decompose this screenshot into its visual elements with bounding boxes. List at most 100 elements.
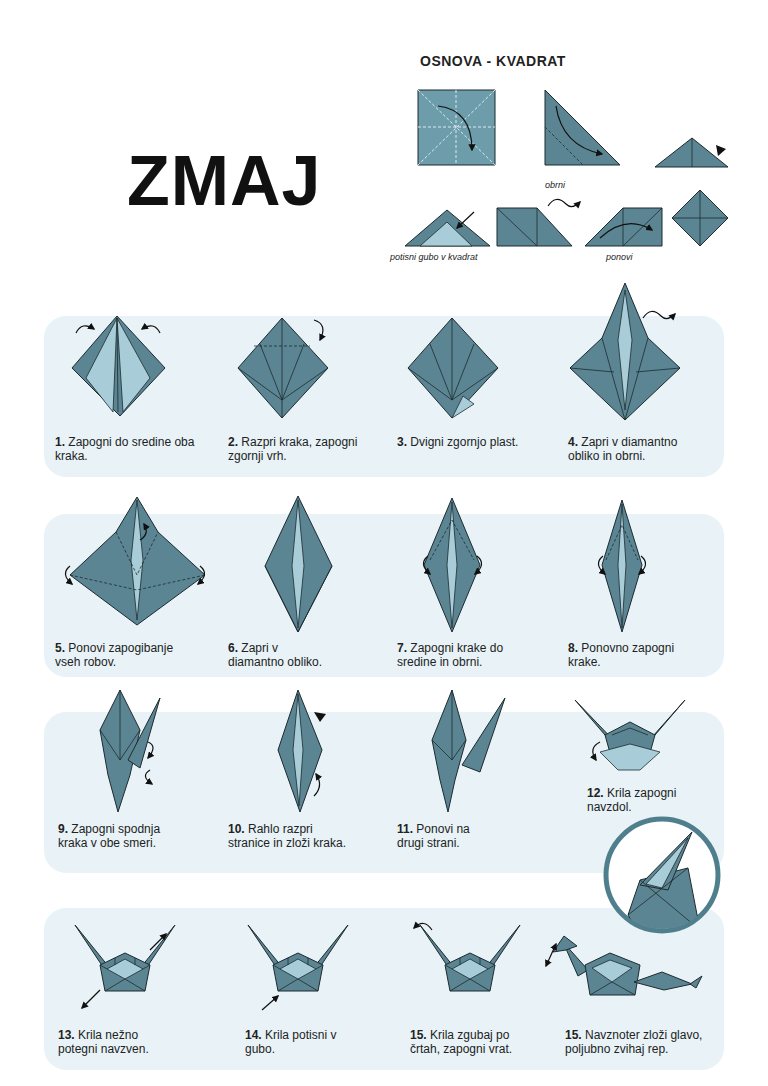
steps-1-4	[408, 318, 498, 400]
steps-5-8	[430, 520, 474, 560]
step-caption: 14. Krila potisni v gubo.	[245, 1028, 340, 1056]
zoom-inset	[628, 868, 700, 935]
step-caption: 10. Rahlo razpri stranice in zloži kraka…	[228, 822, 358, 850]
steps-1-4	[314, 320, 323, 340]
steps-9-12	[432, 690, 466, 812]
section-heading: OSNOVA - KVADRAT	[420, 53, 566, 69]
step-number: 9.	[58, 822, 68, 836]
steps-5-8	[424, 498, 480, 632]
steps-9-12	[432, 690, 466, 760]
step-caption: 2. Razpri kraka, zapogni zgornji vrh.	[228, 435, 358, 463]
base-steps	[405, 210, 490, 246]
steps-13-15	[690, 976, 702, 988]
step-caption: 8. Ponovno zapogni krake.	[568, 641, 683, 669]
steps-9-12	[100, 690, 140, 812]
base-steps	[672, 190, 728, 246]
base-steps	[545, 127, 583, 165]
step-caption: 15. Krila zgubaj po črtah, zapogni vrat.	[410, 1028, 535, 1056]
step-caption: 4. Zapri v diamantno obliko in obrni.	[568, 435, 703, 463]
steps-9-12	[612, 728, 648, 735]
steps-5-8	[475, 556, 482, 574]
step-caption: 11. Ponovi na drugi strani.	[397, 822, 482, 850]
steps-9-12	[605, 722, 655, 760]
steps-13-15	[262, 996, 278, 1010]
steps-5-8	[639, 556, 646, 574]
steps-13-15	[75, 923, 702, 1010]
base-steps	[692, 138, 693, 167]
steps-13-15	[546, 944, 556, 966]
base-steps	[655, 138, 728, 167]
steps-9-12	[575, 700, 618, 745]
step-caption: 1. Zapogni do sredine oba kraka.	[55, 435, 195, 463]
steps-9-12	[600, 744, 660, 770]
steps-13-15	[420, 925, 520, 991]
step-number: 6.	[228, 641, 238, 655]
base-steps	[600, 224, 652, 238]
fold-note: potisni gubo v kvadrat	[390, 252, 478, 263]
zoom-inset	[606, 819, 718, 931]
base-steps	[548, 199, 580, 206]
step-number: 4.	[568, 435, 578, 449]
step-caption: 7. Zapogni krake do sredine in obrni.	[397, 641, 527, 669]
steps-13-15	[553, 936, 577, 952]
step-caption: 6. Zapri v diamantno obliko.	[228, 641, 333, 669]
step-caption: 13. Krila nežno potegni navzven.	[58, 1028, 178, 1056]
base-steps	[405, 90, 728, 246]
step-number: 12.	[587, 786, 604, 800]
zoom-inset	[606, 819, 718, 935]
steps-13-15	[585, 953, 640, 995]
steps-1-4	[452, 396, 474, 418]
steps-5-8	[140, 524, 146, 540]
steps-1-4	[72, 316, 165, 416]
steps-1-4	[238, 318, 328, 418]
steps-13-15	[82, 990, 100, 1008]
steps-5-8	[265, 566, 332, 632]
step-caption: 12. Krila zapogni navzdol.	[587, 786, 697, 814]
step-number: 2.	[228, 435, 238, 449]
step-number: 10.	[228, 822, 245, 836]
step-band: 5. Ponovi zapogibanje vseh robov. 6. Zapr…	[44, 514, 724, 677]
base-steps	[585, 208, 662, 246]
step-number: 1.	[55, 435, 65, 449]
base-steps	[418, 90, 495, 165]
step-number: 11.	[397, 822, 413, 836]
steps-5-8	[602, 500, 642, 632]
step-number: 5.	[55, 641, 65, 655]
steps-13-15	[634, 972, 692, 990]
steps-5-8	[70, 532, 205, 590]
fold-note: ponovi	[606, 252, 633, 263]
step-caption: 9. Zapogni spodnja kraka v obe smeri.	[58, 822, 188, 850]
steps-1-4	[570, 283, 680, 420]
base-steps	[556, 106, 602, 154]
base-steps	[497, 208, 537, 246]
base-steps	[716, 145, 726, 156]
steps-9-12	[293, 694, 303, 806]
step-caption: 15. Navznoter zloži glavo, poljubno zvih…	[565, 1028, 719, 1056]
steps-13-15	[150, 934, 166, 950]
steps-5-8	[131, 500, 143, 620]
steps-9-12	[314, 774, 320, 796]
base-steps	[672, 190, 728, 246]
steps-1-4	[76, 326, 94, 333]
steps-13-15	[590, 982, 635, 995]
base-steps	[497, 208, 572, 246]
steps-1-4	[618, 290, 632, 410]
steps-9-12	[314, 712, 326, 722]
steps-9-12	[593, 742, 600, 760]
steps-5-8	[618, 504, 626, 628]
steps-5-8	[598, 556, 605, 574]
steps-9-12	[100, 690, 685, 812]
steps-1-4	[643, 311, 675, 318]
steps-1-4	[254, 346, 310, 347]
steps-9-12	[645, 700, 685, 745]
step-number: 15.	[410, 1028, 427, 1042]
steps-5-8	[70, 497, 205, 625]
steps-1-4	[408, 318, 498, 418]
base-steps	[420, 222, 472, 246]
steps-9-12	[148, 742, 153, 758]
steps-9-12	[128, 698, 160, 768]
steps-13-15	[248, 925, 348, 991]
step-caption: 5. Ponovi zapogibanje vseh robov.	[55, 641, 195, 669]
steps-5-8	[65, 496, 645, 632]
step-caption: 3. Dvigni zgornjo plast.	[397, 435, 527, 449]
